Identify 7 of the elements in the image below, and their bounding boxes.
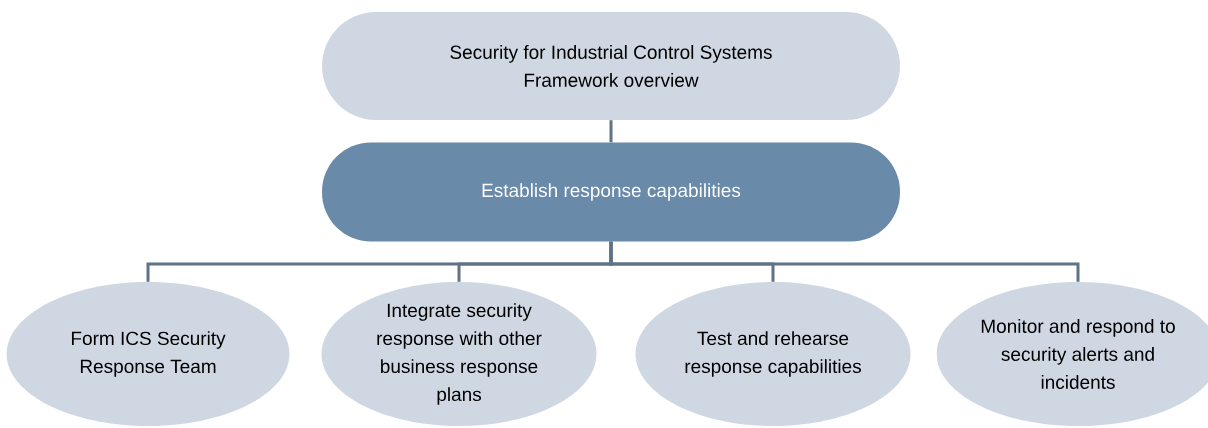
rounded-box: Establish response capabilities	[322, 142, 900, 242]
rounded-box: Security for Industrial Control Systems Framework overview	[322, 12, 900, 120]
connector-line	[609, 120, 613, 143]
connector-line	[609, 241, 1080, 282]
oval-node: Integrate security response with other business response plans	[321, 282, 597, 426]
oval-node: Form ICS Security Response Team	[6, 282, 290, 426]
oval-node: Test and rehearse response capabilities	[635, 282, 911, 426]
